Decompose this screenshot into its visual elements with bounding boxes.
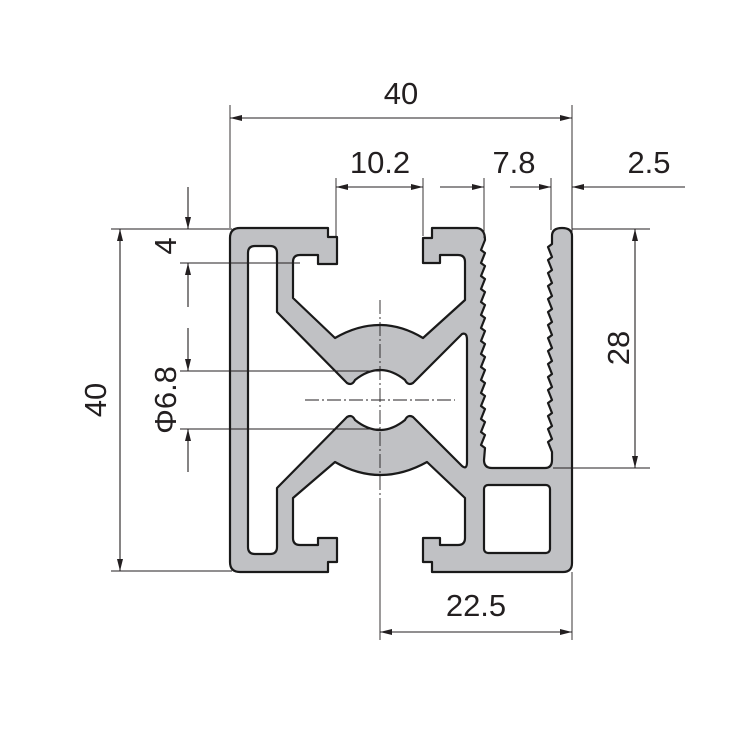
- square-hole: [482, 483, 552, 555]
- dim-label-bore-diameter: Φ6.8: [148, 366, 183, 434]
- dim-overall-height: 40: [78, 228, 232, 572]
- dim-label-channel-depth: 28: [601, 331, 636, 365]
- dim-label-overall-width: 40: [384, 76, 418, 111]
- dim-label-channel-width: 7.8: [492, 145, 535, 180]
- dim-label-slot-width: 10.2: [350, 145, 410, 180]
- dim-label-overall-height: 40: [78, 383, 113, 417]
- dim-overall-width: 40: [229, 76, 573, 228]
- dim-label-lip-thickness: 2.5: [627, 145, 670, 180]
- dim-bore-diameter: Φ6.8: [148, 328, 380, 472]
- dim-top-row: 10.2 7.8 2.5: [335, 140, 685, 238]
- dim-label-slot-depth: 4: [148, 237, 183, 254]
- dim-label-center-offset: 22.5: [446, 588, 506, 623]
- dim-center-offset: 22.5: [379, 500, 573, 640]
- dim-slot-depth: 4: [148, 187, 300, 307]
- dim-channel-depth: 28: [553, 228, 650, 469]
